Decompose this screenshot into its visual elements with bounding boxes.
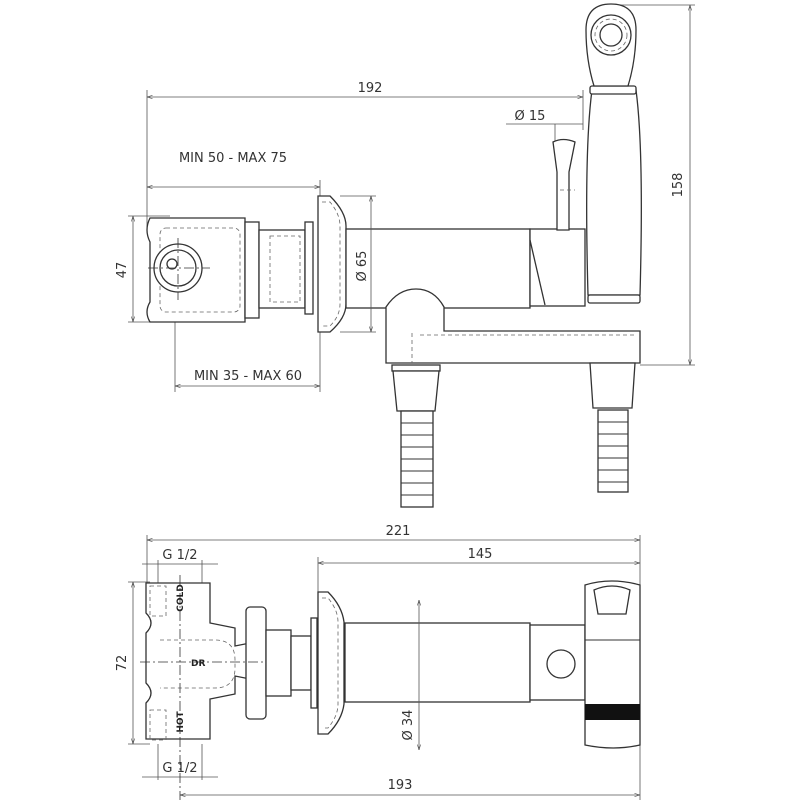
dimension-label-158: 158: [671, 173, 686, 198]
valve-body-top: COLD HOT DR: [140, 575, 318, 800]
dr-label: DR: [191, 659, 205, 669]
dimension-d65: Ø 65: [340, 195, 376, 333]
mixer-body-top: [344, 622, 586, 703]
black-band: [585, 704, 640, 720]
hot-label: HOT: [176, 710, 186, 732]
escutcheon-top: [317, 591, 345, 735]
dimension-label-d34: Ø 34: [401, 710, 416, 741]
dimension-158: 158: [612, 4, 695, 366]
dimension-lever-diameter: Ø 15: [506, 109, 583, 145]
dimension-g12-top: G 1/2: [142, 548, 218, 585]
hose-right: [589, 362, 636, 493]
dimension-label-g12-top: G 1/2: [162, 548, 197, 563]
dimension-47: 47: [115, 215, 170, 323]
lever-handle: [552, 138, 576, 231]
dimension-221: 221: [146, 524, 641, 585]
hose-left: [391, 364, 441, 508]
mixer-body: [345, 138, 586, 309]
dimension-min50-max75: MIN 50 - MAX 75: [147, 151, 321, 200]
holder-top: [584, 580, 641, 749]
dimension-72: 72: [115, 581, 150, 745]
dimension-192: 192: [146, 81, 584, 230]
dimension-label-72: 72: [115, 655, 130, 672]
top-view: 221 145 G 1/2 72 G 1/2 193: [115, 524, 641, 800]
hand-shower: [585, 3, 642, 304]
hand-shower-holder: [385, 288, 641, 364]
dimension-label-min50-max75: MIN 50 - MAX 75: [179, 151, 287, 166]
lever-knob: [546, 649, 576, 679]
dimension-label-47: 47: [115, 262, 130, 279]
dimension-label-221: 221: [386, 524, 411, 539]
dimension-label-145: 145: [468, 547, 493, 562]
dimension-label-193: 193: [388, 778, 413, 793]
dimension-145: 145: [317, 547, 640, 592]
cold-label: COLD: [176, 584, 186, 611]
dimension-label-d65: Ø 65: [355, 251, 370, 282]
concealed-valve-box: [146, 217, 314, 323]
side-view: 192 Ø 15 158 MIN 50 - MAX 75 47: [115, 3, 695, 508]
escutcheon: [317, 195, 347, 333]
dimension-label-min35-max60: MIN 35 - MAX 60: [194, 369, 302, 384]
dimension-d34: Ø 34: [401, 600, 419, 750]
dimension-label-d15: Ø 15: [515, 109, 546, 124]
dimension-label-192: 192: [358, 81, 383, 96]
